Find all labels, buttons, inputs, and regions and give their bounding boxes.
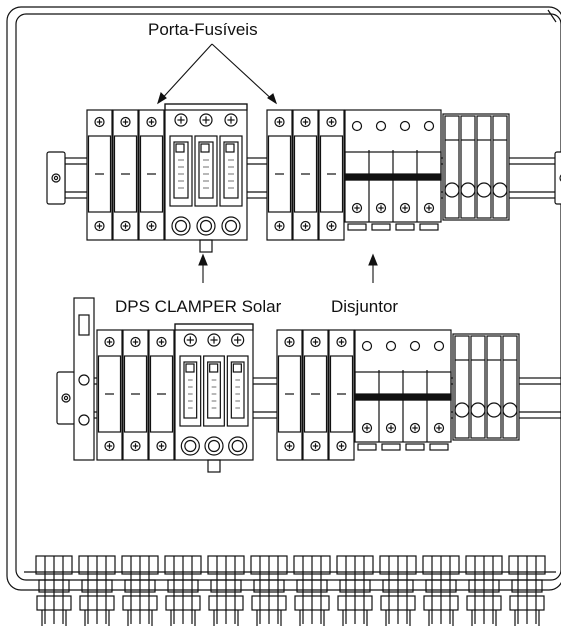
surge-protector-label: DPS CLAMPER Solar [115,297,282,316]
fuse-holder [138,109,165,241]
screw-icon [274,220,285,232]
screw-icon [351,202,363,214]
screw-icon [183,333,197,347]
screw-icon [156,440,167,452]
screw-icon [130,336,141,348]
screw-icon [156,336,167,348]
screw-icon [94,116,105,128]
cable-gland [293,555,331,626]
screw-icon [199,113,213,127]
dps-module [179,355,202,427]
cable-gland [508,555,546,626]
breaker [344,109,442,231]
screw-icon [274,116,285,128]
mounting-bracket [73,297,95,461]
screw-icon [375,202,387,214]
screw-icon [94,220,105,232]
fuse-holder [318,109,345,241]
screw-icon [284,440,295,452]
fuse-holder [328,329,355,461]
cable-gland [379,555,417,626]
cable-gland [207,555,245,626]
fuse-holder [112,109,139,241]
screw-icon [409,422,421,434]
screw-icon [300,220,311,232]
dps-module [226,355,249,427]
surge-protector [164,103,248,253]
fuse-holders-label: Porta-Fusíveis [148,20,258,39]
screw-icon [120,220,131,232]
screw-icon [336,336,347,348]
screw-icon [130,440,141,452]
cable-gland [35,555,73,626]
screw-icon [174,113,188,127]
dps-module [203,355,225,427]
rail-end-left [56,371,76,425]
device-row-bottom [56,297,561,473]
rail-end-right [554,151,561,205]
cable-gland [164,555,202,626]
fuse-holder [266,109,293,241]
annotation-arrows [157,43,378,283]
screw-icon [336,440,347,452]
dps-module [219,135,243,207]
screw-icon [326,220,337,232]
screw-icon [433,422,445,434]
cable-gland [336,555,374,626]
screw-icon [224,113,238,127]
enclosure [6,6,561,591]
screw-icon [207,333,221,347]
screw-icon [146,116,157,128]
terminal-block [452,333,520,441]
screw-icon [361,422,373,434]
cable-gland [78,555,116,626]
cable-gland [121,555,159,626]
dps-module [169,135,193,207]
cable-gland [465,555,503,626]
cable-glands [24,555,556,626]
fuse-holder [148,329,175,461]
screw-icon [104,336,115,348]
screw-icon [423,202,435,214]
fuse-holder [86,109,113,241]
screw-icon [326,116,337,128]
fuse-holder [122,329,149,461]
screw-icon [120,116,131,128]
fuse-holder [276,329,303,461]
screw-icon [310,336,321,348]
fuse-holder [302,329,329,461]
fuse-holder [96,329,123,461]
breaker [354,329,452,451]
surge-protector [174,323,254,473]
dps-module [194,135,218,207]
rail-end-left [46,151,66,205]
screw-icon [104,440,115,452]
screw-icon [310,440,321,452]
screw-icon [284,336,295,348]
cable-gland [422,555,460,626]
breaker-label: Disjuntor [331,297,399,316]
cable-gland [250,555,288,626]
screw-icon [300,116,311,128]
screw-icon [146,220,157,232]
device-row-top [46,103,561,253]
screw-icon [399,202,411,214]
screw-icon [385,422,397,434]
fuse-holder [292,109,319,241]
screw-icon [231,333,245,347]
terminal-block [442,113,510,221]
